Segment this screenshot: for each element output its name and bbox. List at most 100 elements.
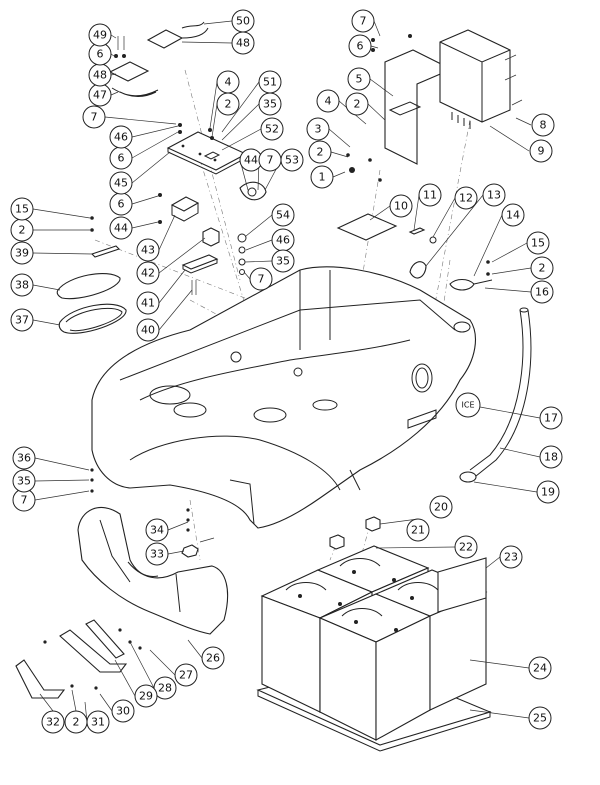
callout-number: 41: [141, 297, 155, 310]
callout-circle: [528, 656, 552, 680]
callout-circle: [136, 291, 160, 315]
callout-circle: [271, 249, 295, 273]
gaskets: [56, 216, 127, 334]
callout-circle: [280, 148, 304, 172]
callout-1: 2: [308, 140, 332, 164]
callout-number: 10: [394, 200, 408, 213]
callout-6: 6: [348, 34, 372, 58]
callout-number: 5: [356, 73, 363, 86]
callout-number: 14: [506, 209, 520, 222]
callout-circle: [10, 308, 34, 332]
callout-number: 23: [504, 551, 518, 564]
callout-37: 7: [12, 488, 36, 512]
callout-circle: [64, 710, 88, 734]
callout-number: 21: [411, 524, 425, 537]
callout-68: 53: [280, 148, 304, 172]
callout-circle: [531, 113, 555, 137]
mounting-plate: [166, 123, 248, 175]
callout-25: 24: [528, 656, 552, 680]
callout-number: 7: [91, 111, 98, 124]
callout-number: 6: [357, 40, 364, 53]
callout-circle: [145, 518, 169, 542]
callout-26: 25: [528, 706, 552, 730]
callout-32: 31: [86, 710, 110, 734]
callout-31: 30: [111, 699, 135, 723]
callout-5: 5: [347, 67, 371, 91]
callout-number: 6: [97, 48, 104, 61]
connector-assembly: [108, 21, 209, 97]
callout-number: 7: [267, 154, 274, 167]
callout-number: 39: [15, 247, 29, 260]
callout-39: 36: [12, 446, 36, 470]
callout-number: 52: [265, 123, 279, 136]
callout-61: 4: [216, 70, 240, 94]
callout-38: 35: [12, 469, 36, 493]
callout-number: 4: [325, 95, 332, 108]
callout-14: 14: [501, 203, 525, 227]
callout-number: 4: [225, 76, 232, 89]
callout-number: 16: [535, 286, 549, 299]
callout-58: 49: [88, 23, 112, 47]
callout-number: 15: [531, 237, 545, 250]
callout-circle: [12, 446, 36, 470]
callout-27: 26: [201, 646, 225, 670]
callout-number: 43: [141, 244, 155, 257]
callout-circle: [306, 117, 330, 141]
callout-43: 2: [10, 218, 34, 242]
callout-number: 25: [533, 712, 547, 725]
callout-number: 13: [487, 189, 501, 202]
callout-number: 26: [206, 652, 220, 665]
callout-42: 39: [10, 241, 34, 265]
callout-50: 6: [109, 192, 133, 216]
callout-number: 18: [544, 451, 558, 464]
callout-number: 51: [263, 76, 277, 89]
callout-number: 44: [244, 154, 258, 167]
callout-28: 27: [174, 663, 198, 687]
front-bumper: [77, 506, 229, 635]
callout-44: 15: [10, 197, 34, 221]
callout-circle: [347, 67, 371, 91]
callout-52: 6: [109, 146, 133, 170]
callout-2: 3: [306, 117, 330, 141]
callout-number: 33: [150, 548, 164, 561]
callout-number: 34: [150, 524, 164, 537]
callout-number: 15: [15, 203, 29, 216]
callout-49: 44: [109, 216, 133, 240]
callout-number: 2: [539, 262, 546, 275]
callout-number: 2: [354, 98, 361, 111]
callout-3: 4: [316, 89, 340, 113]
callout-number: 35: [276, 255, 290, 268]
callout-19: 18: [539, 445, 563, 469]
callout-circle: [536, 480, 560, 504]
callout-circle: [530, 256, 554, 280]
callout-number: 46: [276, 234, 290, 247]
callout-circle: [454, 186, 478, 210]
callout-7: 7: [351, 9, 375, 33]
callout-number: 42: [141, 267, 155, 280]
callout-48: 43: [136, 238, 160, 262]
callout-circle: [109, 125, 133, 149]
callout-69: 54: [271, 203, 295, 227]
callout-circle: [499, 545, 523, 569]
callout-number: 48: [236, 37, 250, 50]
callout-number: 6: [118, 152, 125, 165]
callout-circle: [109, 171, 133, 195]
callout-56: 48: [88, 63, 112, 87]
hose: [455, 307, 532, 483]
callout-10: 10: [389, 194, 413, 218]
callout-71: 35: [271, 249, 295, 273]
leader-lines: [32, 20, 541, 723]
callout-51: 45: [109, 171, 133, 195]
callout-circle: [249, 267, 273, 291]
callout-23: 22: [454, 535, 478, 559]
callout-9: 9: [529, 139, 553, 163]
callout-circle: [136, 238, 160, 262]
callout-number: 35: [17, 475, 31, 488]
callout-circle: [10, 241, 34, 265]
callout-circle: [201, 646, 225, 670]
callout-70: 46: [271, 228, 295, 252]
callout-circle: [231, 31, 255, 55]
callout-12: 12: [454, 186, 478, 210]
callout-number: 48: [93, 69, 107, 82]
